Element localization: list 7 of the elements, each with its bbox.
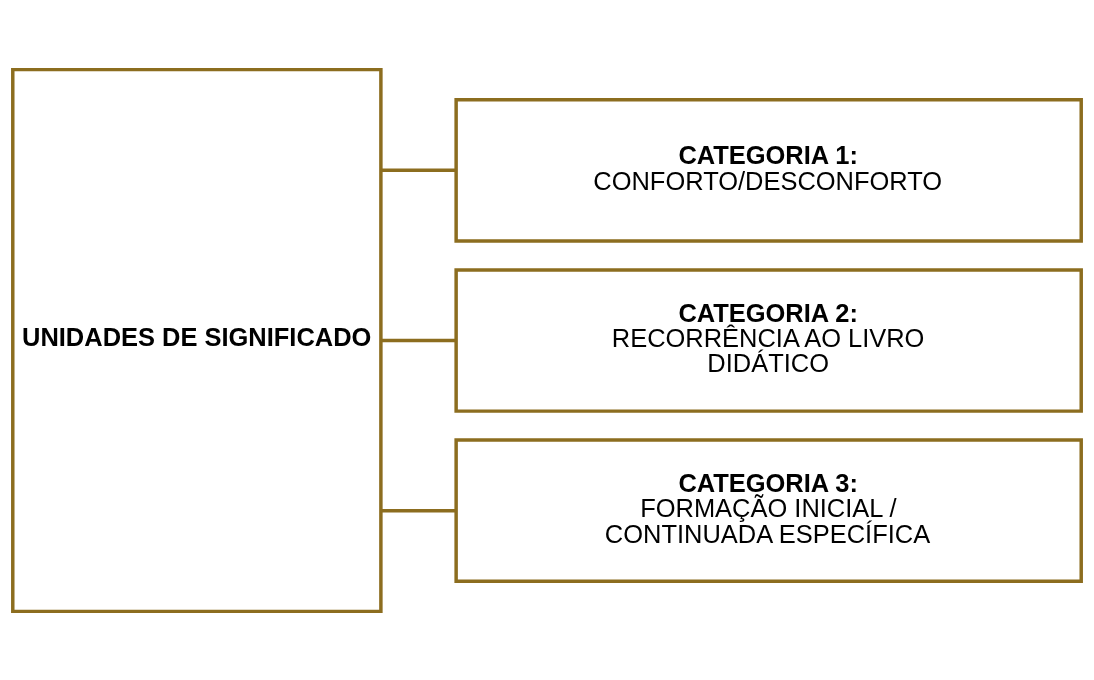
node-box: UNIDADES DE SIGNIFICADO (11, 67, 383, 613)
connector (380, 508, 456, 512)
node-box: CATEGORIA 2: RECORRÊNCIA AO LIVRO DIDÁTICO (454, 267, 1083, 413)
connector (380, 338, 456, 342)
connector (380, 168, 456, 172)
node-box: CATEGORIA 3: FORMAÇÃO INICIAL / CONTINUADA ESPECÍFICA (454, 437, 1083, 583)
node-box: CATEGORIA 1: CONFORTO/DESCONFORTO (454, 97, 1083, 243)
